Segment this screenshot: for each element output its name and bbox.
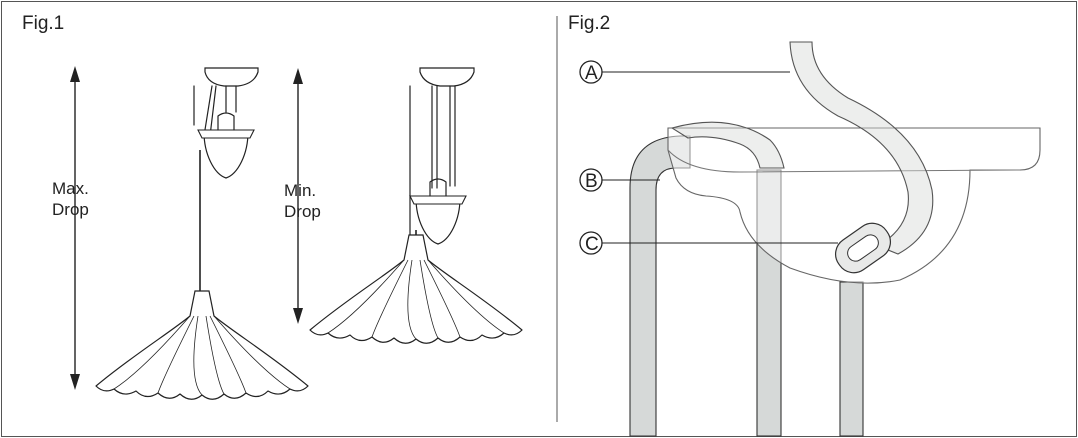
cord-loop: [789, 41, 934, 255]
cord-clip: [834, 222, 892, 274]
min-drop-label-line2: Drop: [284, 202, 321, 221]
min-drop-arrow: [293, 68, 303, 324]
tube-right-leg: [839, 281, 864, 437]
max-drop-label-line1: Max.: [52, 179, 89, 198]
callout-c: C: [579, 231, 838, 255]
fig2-panel: Fig.2 A B C: [568, 13, 1041, 437]
max-drop-arrow: [70, 66, 80, 390]
fig1-title: Fig.1: [22, 13, 64, 34]
svg-text:C: C: [585, 234, 599, 255]
max-drop-label-line2: Drop: [52, 200, 89, 219]
min-drop-label-line1: Min.: [284, 181, 316, 200]
fig1-panel: Fig.1 Max. Drop Min. Drop: [22, 13, 523, 400]
svg-text:A: A: [585, 63, 598, 84]
callout-b: B: [579, 168, 660, 192]
pendant-lamp-extended: [95, 67, 309, 400]
svg-text:B: B: [585, 171, 598, 192]
callout-a: A: [579, 60, 790, 84]
fig2-title: Fig.2: [568, 13, 610, 34]
pendant-lamp-raised: [309, 67, 523, 344]
